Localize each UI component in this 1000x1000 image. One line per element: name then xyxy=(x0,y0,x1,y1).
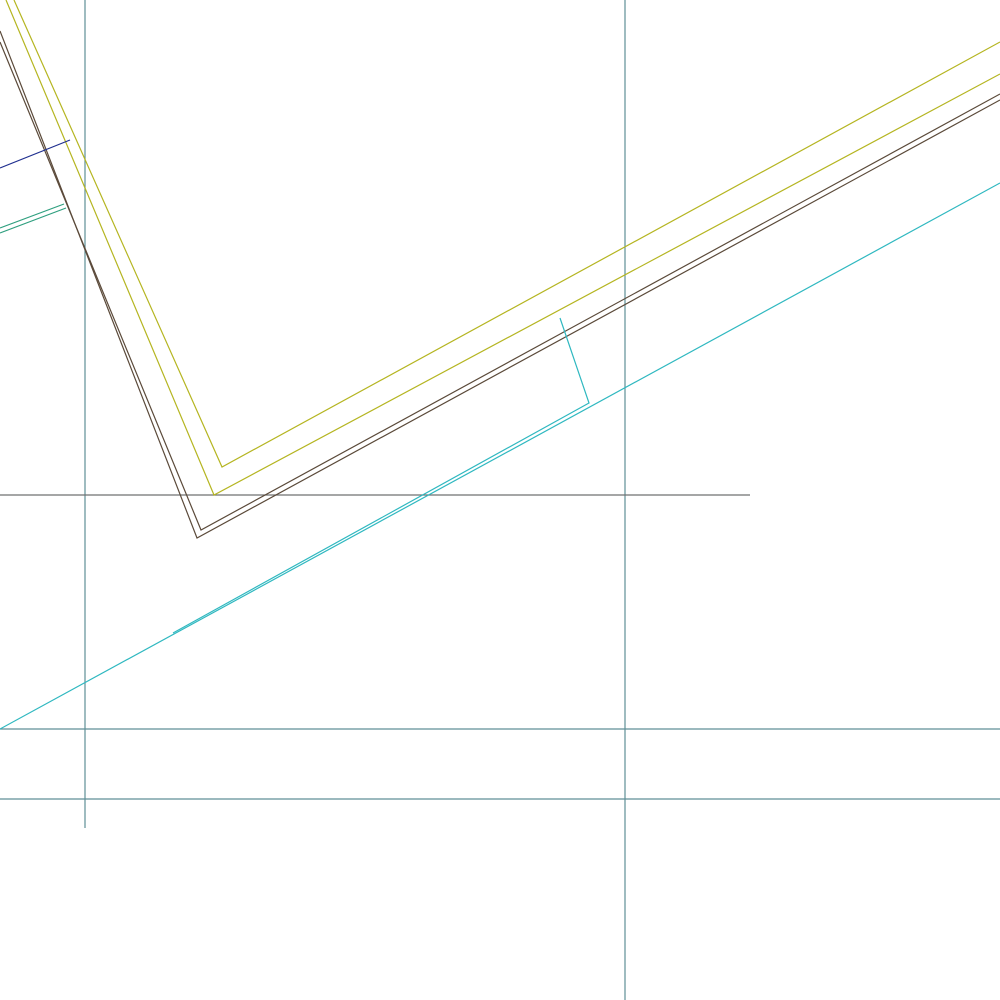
offset-cyan-lines xyxy=(0,182,1000,730)
segment-green-pair xyxy=(0,203,67,234)
wall-line-inner xyxy=(0,41,1000,531)
segment-green-upper xyxy=(0,203,65,229)
segment-blue xyxy=(0,139,71,169)
offset-yellow-inner xyxy=(5,0,1000,496)
wall-line-outer xyxy=(0,30,1000,539)
offset-cyan-parallel xyxy=(172,317,590,634)
wall-lines xyxy=(0,30,1000,539)
segment-green-lower xyxy=(0,207,67,234)
offset-yellow-lines xyxy=(5,0,1000,496)
offset-cyan-main xyxy=(0,182,1000,730)
offset-yellow-outer xyxy=(13,0,1000,468)
